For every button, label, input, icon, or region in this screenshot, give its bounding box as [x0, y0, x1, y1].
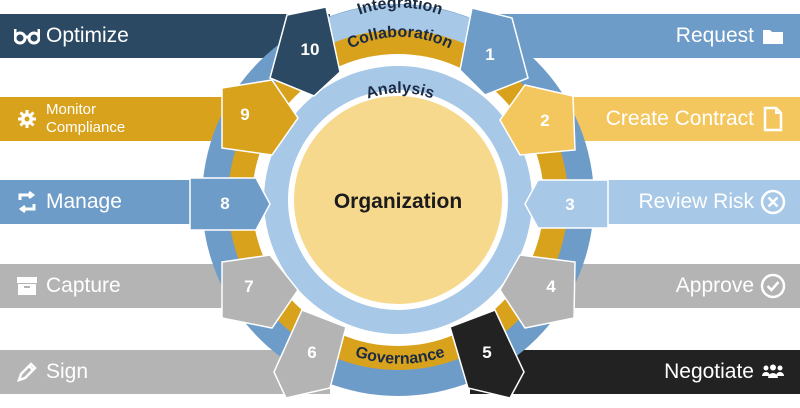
svg-text:7: 7 [244, 277, 253, 296]
step-10-band: Optimize [0, 14, 330, 58]
refresh-square-icon [14, 189, 40, 215]
step-2-label: Create Contract [605, 107, 754, 130]
svg-text:1: 1 [485, 45, 494, 64]
center-label: Organization [334, 190, 462, 213]
step-5-label: Negotiate [664, 360, 754, 383]
step-10-label: Optimize [46, 24, 129, 47]
step-tab-7: 7 [221, 254, 299, 329]
step-tab-2: 2 [499, 84, 576, 156]
circle-check-icon [760, 273, 786, 299]
step-tab-4: 4 [499, 254, 576, 329]
step-6-label: Sign [46, 360, 89, 383]
step-tab-6: 6 [273, 309, 347, 399]
pencil-icon [14, 359, 40, 385]
step-8-label: Manage [46, 190, 122, 213]
step-3-label: Review Risk [638, 190, 754, 213]
circle-x-icon [760, 189, 786, 215]
svg-text:3: 3 [565, 195, 574, 214]
step-1-label: Request [675, 24, 754, 47]
step-tab-10: 10 [269, 6, 341, 97]
document-icon [760, 106, 786, 132]
archive-box-icon [14, 273, 40, 299]
folder-icon [760, 23, 786, 49]
organization-center [294, 96, 502, 304]
svg-text:4: 4 [546, 277, 556, 296]
people-icon [760, 359, 786, 385]
step-9-label: Monitor Compliance [46, 101, 126, 136]
svg-text:2: 2 [540, 111, 549, 130]
svg-text:9: 9 [240, 105, 249, 124]
step-7-label: Capture [46, 274, 121, 297]
step-4-label: Approve [675, 274, 754, 297]
glasses-icon [14, 23, 40, 49]
step-5-band: Negotiate [470, 350, 800, 394]
step-tab-5: 5 [449, 309, 525, 399]
step-tab-1: 1 [459, 7, 529, 96]
svg-text:5: 5 [482, 343, 491, 362]
step-tab-8: 8 [189, 177, 271, 231]
step-tab-9: 9 [221, 79, 299, 156]
svg-text:6: 6 [307, 343, 316, 362]
step-tab-3: 3 [524, 179, 609, 229]
svg-text:10: 10 [301, 40, 320, 59]
gear-icon [14, 106, 40, 132]
analysis-label: Analysis [364, 80, 437, 103]
svg-text:8: 8 [220, 194, 229, 213]
integration-segment [305, 4, 491, 53]
step-1-band: Request [470, 14, 800, 58]
